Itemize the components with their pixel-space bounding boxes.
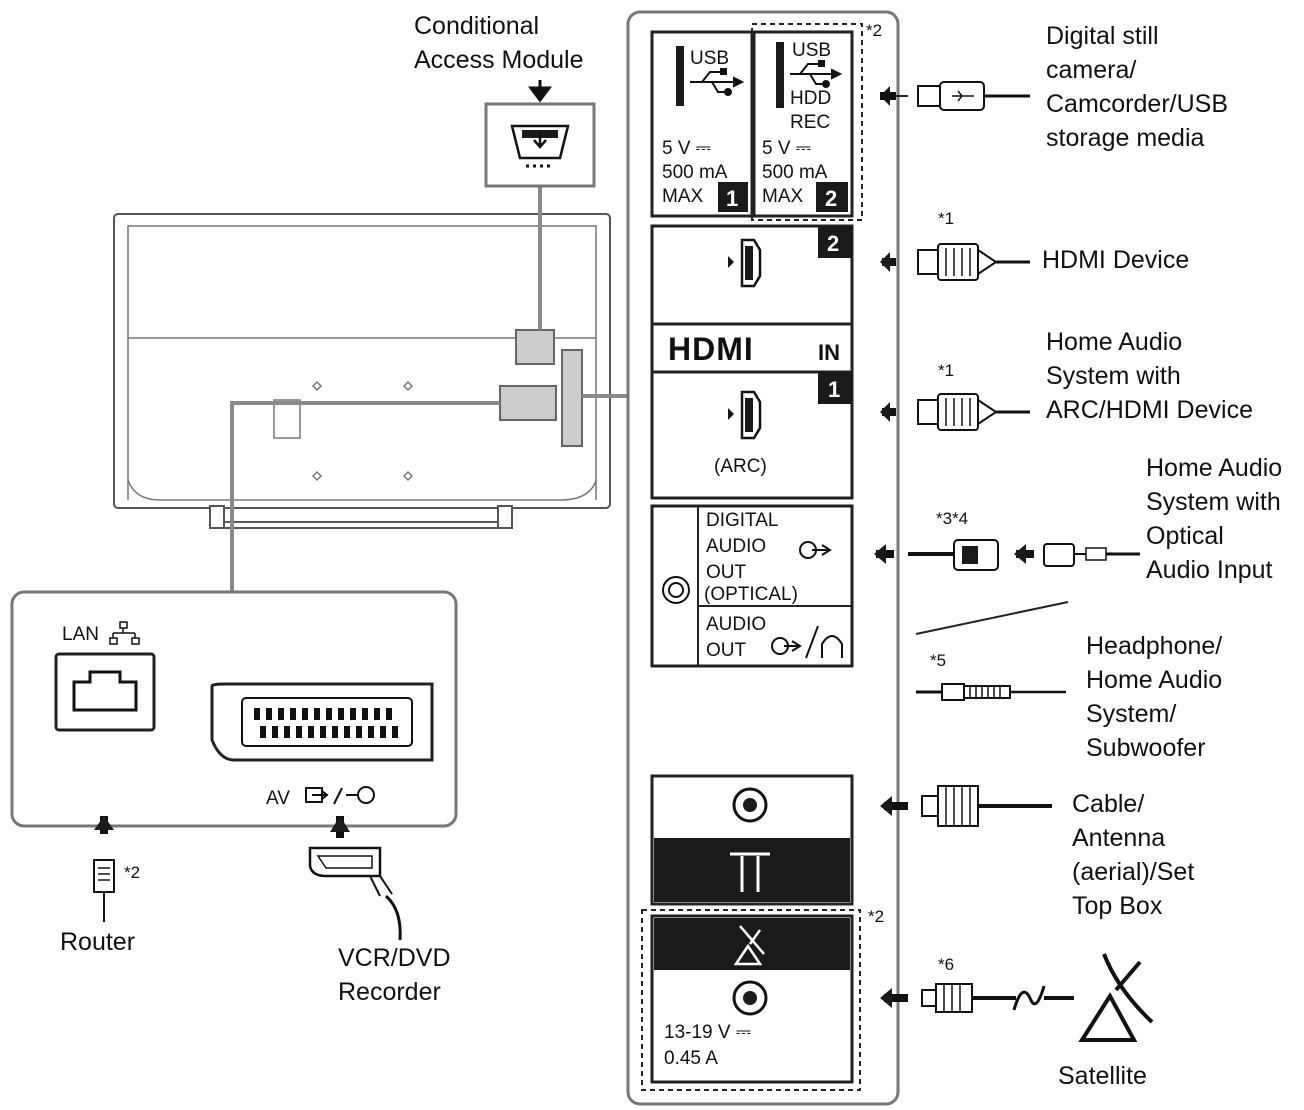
satellite-dish-icon: [733, 925, 765, 966]
svg-text:OUT: OUT: [706, 562, 747, 583]
scart-plug: [308, 816, 402, 941]
satellite-label: Satellite: [1058, 1062, 1147, 1090]
svg-text:OUT: OUT: [706, 640, 747, 661]
svg-text:(ARC): (ARC): [714, 456, 767, 477]
router-plug: [93, 816, 115, 922]
svg-text:(OPTICAL): (OPTICAL): [704, 584, 798, 605]
tv-stand: [209, 505, 513, 529]
usb-icon: [790, 60, 843, 88]
audio-out-block: DIGITAL AUDIO OUT (OPTICAL) AUDIO OUT: [650, 504, 854, 668]
svg-text:*2: *2: [124, 863, 140, 882]
hdmi-logo: HDMI: [668, 331, 754, 367]
antenna-block: [650, 774, 854, 906]
svg-text:1: 1: [828, 377, 840, 402]
hdmi-arc-plug: [880, 393, 1030, 431]
svg-text:*6: *6: [938, 955, 954, 974]
antenna-icon: [730, 852, 770, 892]
hdmi-plug: [880, 243, 1030, 281]
svg-text:*2: *2: [868, 907, 884, 926]
svg-text:DIGITAL: DIGITAL: [706, 510, 779, 531]
svg-text:USB: USB: [792, 40, 831, 61]
separator-line: [915, 601, 1069, 635]
usb2-dashed-note: [751, 23, 863, 221]
av-in-out-icon: [305, 786, 375, 805]
svg-text:IN: IN: [818, 340, 840, 365]
scart-port: AV: [210, 682, 434, 809]
tv-rear: [113, 213, 611, 529]
satellite-block: 13-19 V ⎓ 0.45 A: [650, 914, 854, 1084]
vcr-label: VCR/DVD Recorder: [338, 944, 457, 1006]
svg-text:MAX: MAX: [762, 186, 804, 207]
svg-text:REC: REC: [790, 112, 830, 133]
svg-text:500 mA: 500 mA: [762, 162, 828, 183]
svg-text:AUDIO: AUDIO: [706, 614, 766, 635]
cable-device-label: Cable/ Antenna (aerial)/Set Top Box: [1072, 790, 1201, 920]
svg-text:1: 1: [726, 186, 738, 211]
side-panel: [626, 10, 900, 1106]
svg-text:2: 2: [827, 231, 839, 256]
optical-device-label: Home Audio System with Optical Audio Inp…: [1146, 454, 1289, 584]
svg-text:500 mA: 500 mA: [662, 162, 728, 183]
usb-icon: [690, 68, 745, 96]
svg-text:0.45 A: 0.45 A: [664, 1048, 718, 1069]
svg-text:13-19 V ⎓: 13-19 V ⎓: [664, 1022, 751, 1043]
usb1-port: USB 5 V ⎓ 500 mA MAX 1: [650, 30, 754, 218]
hdmi-block: 2 HDMI IN 1 (ARC): [650, 224, 854, 500]
svg-text:MAX: MAX: [662, 186, 704, 207]
svg-text:AUDIO: AUDIO: [706, 536, 766, 557]
hdmi-device-label: HDMI Device: [1042, 246, 1189, 274]
svg-text:LAN: LAN: [62, 624, 99, 645]
cam-slot: [484, 80, 596, 188]
svg-text:HDD: HDD: [790, 88, 831, 109]
svg-text:*3*4: *3*4: [936, 509, 968, 528]
svg-text:5 V ⎓: 5 V ⎓: [662, 138, 711, 159]
headphone-plug: [916, 683, 1066, 701]
satellite-plug: [880, 983, 1074, 1013]
svg-text:*2: *2: [866, 21, 882, 40]
cam-module-label: Conditional Access Module: [414, 12, 584, 74]
lan-leader: [230, 401, 500, 592]
bottom-panel: [10, 590, 458, 828]
arc-device-label: Home Audio System with ARC/HDMI Device: [1046, 328, 1253, 424]
lan-port: LAN: [54, 621, 156, 732]
svg-text:*1: *1: [938, 361, 954, 380]
usb2-port: USB HDD REC 5 V ⎓ 500 mA MAX 2: [752, 30, 854, 218]
router-label: Router: [60, 928, 135, 956]
network-icon: [109, 621, 140, 645]
svg-text:*5: *5: [930, 651, 946, 670]
usb-plug: [880, 81, 1030, 111]
svg-text:5 V ⎓: 5 V ⎓: [762, 138, 811, 159]
headphone-device-label: Headphone/ Home Audio System/ Subwoofer: [1086, 632, 1229, 762]
usb-media-label: Digital still camera/ Camcorder/USB stor…: [1046, 22, 1235, 152]
satellite-dish-icon: [1078, 953, 1154, 1042]
svg-text:2: 2: [825, 186, 837, 211]
svg-text:USB: USB: [690, 48, 729, 69]
output-icon: [799, 541, 832, 559]
svg-text:*1: *1: [938, 209, 954, 228]
svg-text:AV: AV: [266, 788, 290, 809]
headphone-output-icon: [771, 625, 843, 659]
coax-plug: [880, 785, 1052, 827]
satellite-dashed-note: [641, 909, 861, 1091]
vesa-holes: [311, 380, 414, 482]
optical-plug: [874, 539, 1140, 571]
